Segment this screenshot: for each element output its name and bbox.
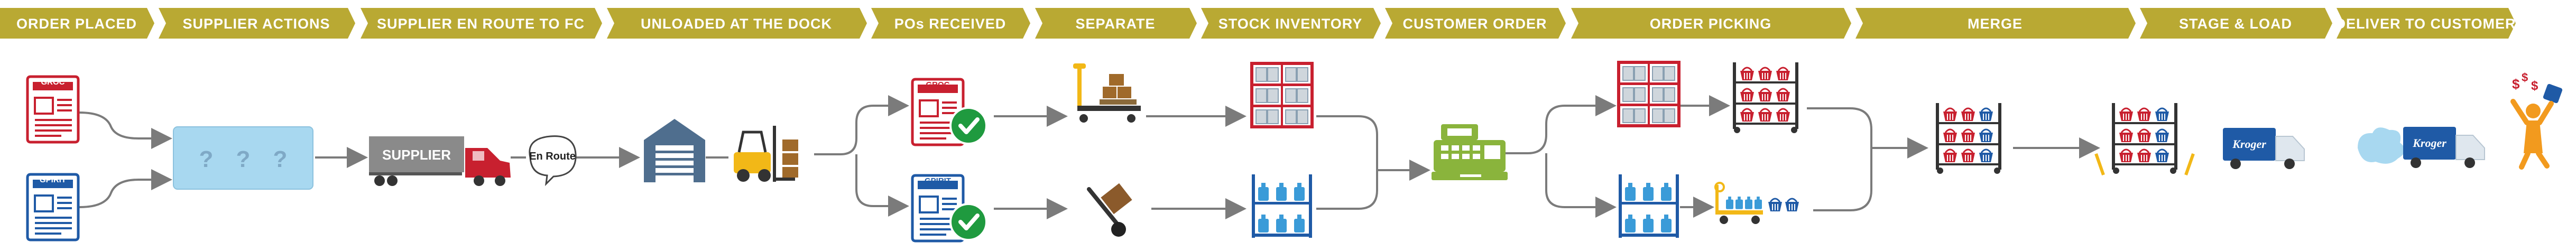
step-chevron-shape	[2140, 8, 2332, 39]
merge-basket-cart-icon	[1936, 103, 2001, 174]
connector-dock-split	[814, 95, 909, 155]
step-chevron-4: UNLOADED AT THE DOCK	[607, 8, 867, 39]
step-chevron-5: POs RECEIVED	[871, 8, 1030, 39]
question-mark-2: ?	[236, 146, 251, 172]
cash-register-icon	[1432, 124, 1508, 180]
supplier-label: SUPPLIER	[382, 147, 451, 163]
flow-connectors	[79, 95, 2100, 219]
step-label: STAGE & LOAD	[2179, 16, 2292, 32]
step-chevron-shape	[1201, 8, 1381, 39]
step-label: STOCK INVENTORY	[1218, 16, 1363, 32]
pick-cart-icon	[1714, 182, 1800, 224]
connector-dock-split-lower	[855, 154, 909, 217]
kroger-truck-delivery-icon: Kroger	[2358, 127, 2485, 168]
pallet-jack-icon	[1073, 63, 1141, 123]
po-gpirit-label: GPIRIT	[925, 176, 951, 185]
picking-shelf-groc-icon	[1617, 61, 1681, 127]
step-label: SEPARATE	[1075, 16, 1155, 32]
step-chevron-shape	[607, 8, 867, 39]
step-label: UNLOADED AT THE DOCK	[641, 16, 832, 32]
step-chevron-shape	[1571, 8, 1851, 39]
warehouse-icon	[644, 119, 705, 182]
connector-register-split-lower	[1545, 153, 1617, 218]
step-chevron-9: ORDER PICKING	[1571, 8, 1851, 39]
step-chevron-7: STOCK INVENTORY	[1201, 8, 1381, 39]
svg-text:$: $	[2512, 76, 2520, 92]
stock-shelf-groc-icon	[1250, 62, 1314, 128]
hand-truck-icon	[1087, 183, 1132, 237]
step-label: ORDER PICKING	[1650, 16, 1772, 32]
step-chevron-12: DELIVER TO CUSTOMER	[2335, 8, 2516, 39]
step-label: DELIVER TO CUSTOMER	[2335, 16, 2516, 32]
step-chevron-shape	[0, 8, 154, 39]
svg-text:$: $	[2531, 79, 2538, 93]
step-label: SUPPLIER ACTIONS	[182, 16, 330, 32]
step-chevron-11: STAGE & LOAD	[2140, 8, 2332, 39]
stage-basket-cart-icon	[2094, 103, 2195, 175]
supplier-semi-truck-icon: SUPPLIER	[369, 136, 511, 186]
step-label: ORDER PLACED	[16, 16, 137, 32]
forklift-icon	[734, 126, 798, 182]
step-chevron-shape	[1855, 8, 2136, 39]
en-route-speech-bubble: En Route	[529, 135, 577, 187]
process-step-banner: ORDER PLACED SUPPLIER ACTIONS SUPPLIER EN …	[0, 8, 2516, 39]
basket-cart-icon	[1733, 62, 1798, 133]
step-chevron-8: CUSTOMER ORDER	[1385, 8, 1566, 39]
step-chevron-shape	[361, 8, 602, 39]
stock-shelf-gpirit-icon	[1252, 174, 1312, 238]
step-chevron-10: MERGE	[1855, 8, 2136, 39]
step-label: SUPPLIER EN ROUTE TO FC	[377, 16, 585, 32]
gpirit-order-label: GPIRIT	[40, 175, 66, 184]
step-label: POs RECEIVED	[894, 16, 1007, 32]
step-chevron-3: SUPPLIER EN ROUTE TO FC	[361, 8, 602, 39]
step-chevron-shape	[2337, 8, 2516, 39]
groc-order-label: GROC	[41, 78, 65, 87]
supplier-actions-unknown-box: ? ? ?	[173, 126, 313, 190]
connector-stock-merge	[1316, 115, 1378, 210]
question-mark-3: ?	[273, 146, 288, 172]
svg-text:$: $	[2522, 71, 2528, 84]
step-label: MERGE	[1968, 16, 2023, 32]
kroger-truck-stage-icon: Kroger	[2223, 128, 2305, 169]
step-chevron-shape	[159, 8, 355, 39]
kroger-brand-label: Kroger	[2232, 137, 2266, 151]
celebrating-customer-icon: $ $ $	[2510, 71, 2563, 170]
en-route-label: En Route	[529, 151, 576, 162]
step-chevron-2: SUPPLIER ACTIONS	[159, 8, 355, 39]
step-chevron-6: SEPARATE	[1035, 8, 1197, 39]
question-mark-1: ?	[199, 146, 214, 172]
connector-gpirit-to-supplier	[79, 169, 172, 208]
step-chevron-shape	[1385, 8, 1566, 39]
kroger-brand-label-2: Kroger	[2412, 136, 2446, 150]
connector-register-split	[1506, 95, 1617, 154]
step-chevron-shape	[871, 8, 1030, 39]
connector-picking-merge	[1807, 107, 1872, 211]
connector-groc-to-supplier	[79, 111, 172, 149]
po-groc-label: GROC	[926, 80, 950, 89]
step-chevron-1: ORDER PLACED	[0, 8, 154, 39]
step-chevron-shape	[1035, 8, 1197, 39]
step-label: CUSTOMER ORDER	[1402, 16, 1547, 32]
picking-shelf-gpirit-icon	[1619, 174, 1679, 238]
